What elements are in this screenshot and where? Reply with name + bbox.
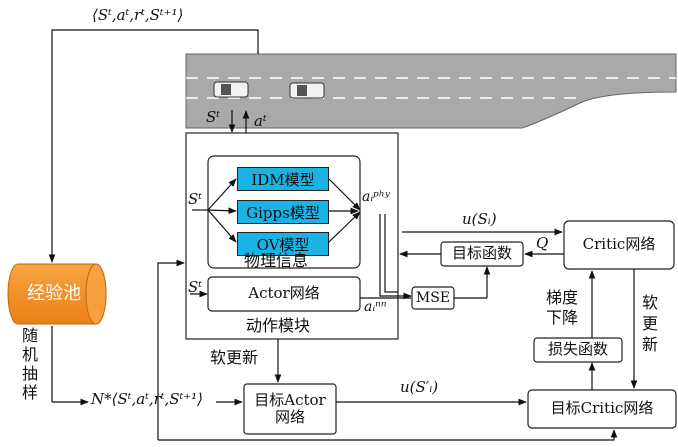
actor-network-box: Actor网络 — [248, 284, 320, 303]
phy-action-label: aᵢᵖʰʸ — [362, 189, 390, 205]
target-critic-box: 目标Critic网络 — [550, 399, 654, 418]
road-action-label: aᵗ — [254, 112, 267, 130]
q-label: Q — [536, 234, 549, 252]
nn-action-label: aᵢⁿⁿ — [364, 299, 387, 315]
replay-pool-shape — [7, 263, 107, 325]
action-module-label: 动作模块 — [246, 316, 311, 335]
road-state-label: Sᵗ — [206, 108, 220, 126]
target-function-box: 目标函数 — [451, 244, 512, 263]
car-icon — [213, 81, 249, 98]
state-models-label: Sᵗ — [188, 190, 202, 208]
tuple-bottom-label: N*⟨Sᵗ,aᵗ,rᵗ,Sᵗ⁺¹⟩ — [91, 390, 204, 408]
state-actor-label: Sᵗ — [188, 278, 202, 296]
physics-label: 物理信息 — [244, 251, 309, 270]
tuple-top-label: ⟨Sᵗ,aᵗ,rᵗ,Sᵗ⁺¹⟩ — [92, 6, 184, 24]
gipps-model-box: Gipps模型 — [237, 200, 329, 224]
idm-model-box: IDM模型 — [237, 167, 329, 191]
target-actor-box: 目标Actor 网络 — [254, 390, 326, 426]
u-si-label: u(Sᵢ) — [462, 210, 497, 228]
road-image — [185, 53, 677, 129]
mse-box: MSE — [415, 289, 451, 306]
action-module-box — [185, 132, 399, 340]
loss-function-box: 损失函数 — [547, 340, 608, 359]
car-icon — [289, 82, 325, 99]
replay-pool-label: 经验池 — [27, 282, 81, 304]
critic-network-box: Critic网络 — [582, 235, 656, 254]
ov-model-box: OV模型 — [237, 232, 329, 256]
actor-box — [207, 276, 361, 312]
soft-update-actor-label: 软更新 — [210, 348, 259, 367]
u-si-prime-label: u(S′ᵢ) — [400, 378, 439, 396]
